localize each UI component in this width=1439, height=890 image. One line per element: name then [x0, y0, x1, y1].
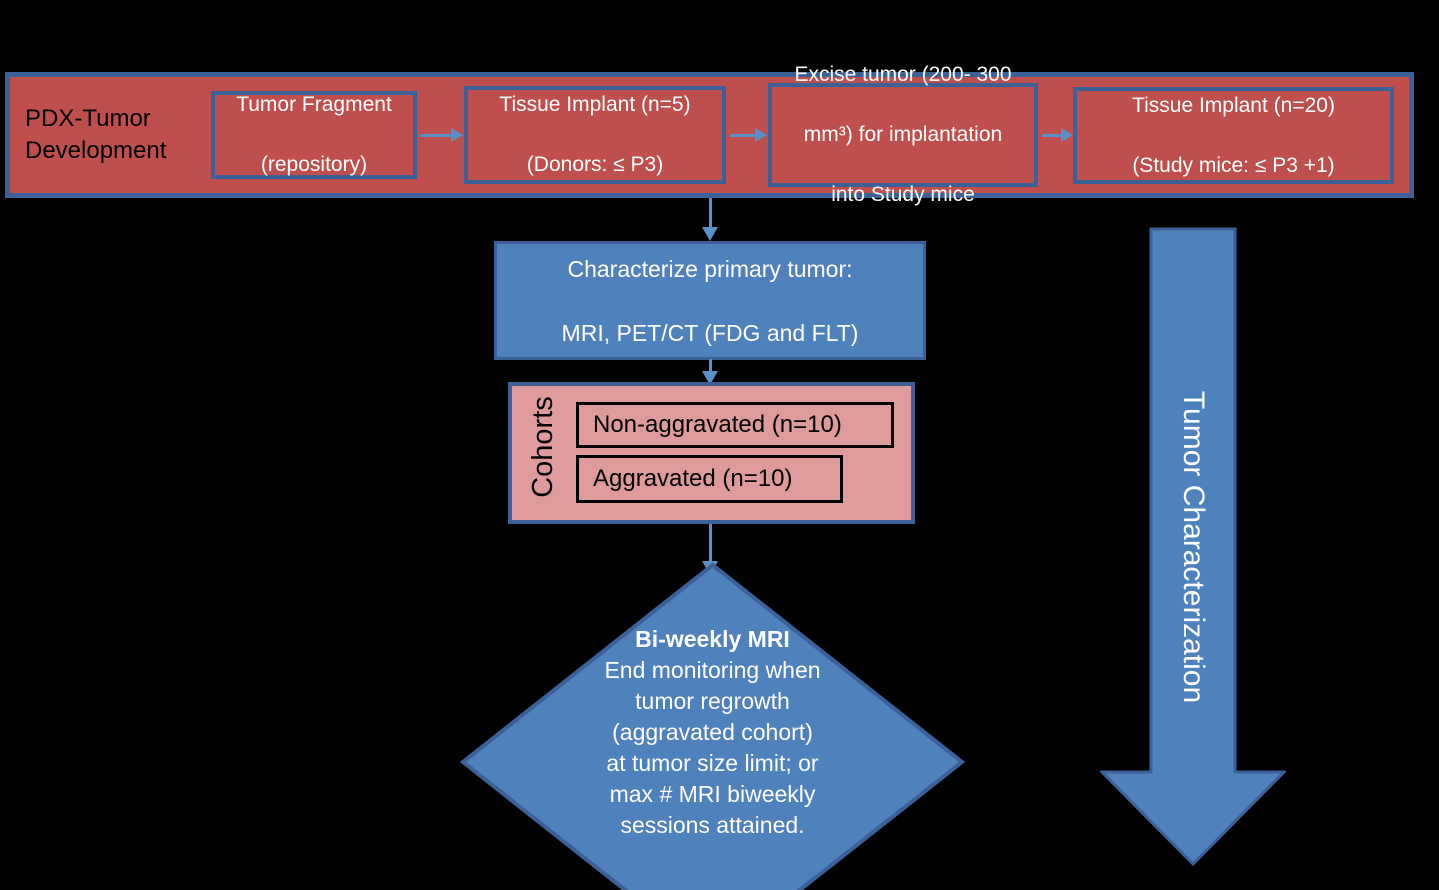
line-1: Excise tumor (200- 300 — [794, 63, 1012, 86]
line-1: Tissue Implant (n=20) — [1132, 93, 1335, 117]
line-2: (Study mice: ≤ P3 +1) — [1132, 153, 1335, 177]
banner-title: PDX-Tumor Development — [25, 105, 167, 164]
cohorts-group-box: Cohorts Non-aggravated (n=10) Aggravated… — [508, 382, 915, 524]
arrow-right-icon-1 — [420, 128, 463, 142]
decision-line-3: (aggravated cohort) — [612, 719, 813, 745]
cohort-item-non-aggravated[interactable]: Non-aggravated (n=10) — [576, 402, 894, 448]
decision-line-6: sessions attained. — [620, 812, 805, 838]
process-box-text: Tissue Implant (n=20) (Study mice: ≤ P3 … — [1083, 91, 1384, 181]
process-box-tissue-implant-donors[interactable]: Tissue Implant (n=5) (Donors: ≤ P3) — [464, 86, 726, 184]
arrow-down-icon-1 — [702, 198, 718, 241]
diamond-shape-icon — [460, 562, 965, 890]
characterize-text: Characterize primary tumor: MRI, PET/CT … — [497, 253, 923, 349]
line-2: (Donors: ≤ P3) — [526, 153, 664, 176]
line-1: Tissue Implant (n=5) — [499, 93, 691, 116]
arrow-down-icon-2 — [702, 359, 718, 385]
arrow-right-icon-3 — [1042, 128, 1073, 142]
process-box-text: Tissue Implant (n=5) (Donors: ≤ P3) — [474, 90, 716, 180]
decision-line-1: End monitoring when — [604, 657, 821, 683]
cohort-item-label: Non-aggravated (n=10) — [593, 411, 842, 438]
cohort-item-label: Aggravated (n=10) — [593, 465, 793, 492]
line-1: Tumor Fragment — [236, 93, 392, 116]
process-box-text: Tumor Fragment (repository) — [221, 90, 407, 180]
process-box-excise-tumor[interactable]: Excise tumor (200- 300 mm³) for implanta… — [768, 63, 1038, 206]
arrow-down-large-icon — [1098, 227, 1288, 867]
line-2: mm³) for implantation — [803, 123, 1003, 146]
process-box-tissue-implant-study-mice[interactable]: Tissue Implant (n=20) (Study mice: ≤ P3 … — [1073, 87, 1394, 184]
tumor-characterization-label: Tumor Characterization — [1177, 390, 1210, 704]
tumor-characterization-arrow: Tumor Characterization — [1098, 227, 1288, 867]
cohorts-label: Cohorts — [527, 396, 559, 498]
decision-heading: Bi-weekly MRI — [635, 626, 790, 652]
decision-line-4: at tumor size limit; or — [606, 750, 819, 776]
arrow-right-icon-2 — [730, 128, 767, 142]
line-2: (repository) — [260, 153, 368, 176]
process-box-text: Excise tumor (200- 300 mm³) for implanta… — [778, 60, 1028, 210]
decision-line-2: tumor regrowth — [635, 688, 790, 714]
process-box-characterize-primary-tumor[interactable]: Characterize primary tumor: MRI, PET/CT … — [494, 241, 926, 360]
line-2: MRI, PET/CT (FDG and FLT) — [561, 319, 859, 346]
decision-text: Bi-weekly MRI End monitoring when tumor … — [548, 624, 878, 841]
process-box-tumor-fragment[interactable]: Tumor Fragment (repository) — [211, 91, 417, 179]
decision-line-5: max # MRI biweekly — [609, 781, 816, 807]
line-3: into Study mice — [831, 183, 975, 206]
arrow-down-icon-3 — [702, 524, 718, 575]
decision-diamond-bi-weekly-mri[interactable]: Bi-weekly MRI End monitoring when tumor … — [460, 562, 965, 890]
line-1: Characterize primary tumor: — [567, 255, 853, 282]
cohort-item-aggravated[interactable]: Aggravated (n=10) — [576, 455, 843, 503]
